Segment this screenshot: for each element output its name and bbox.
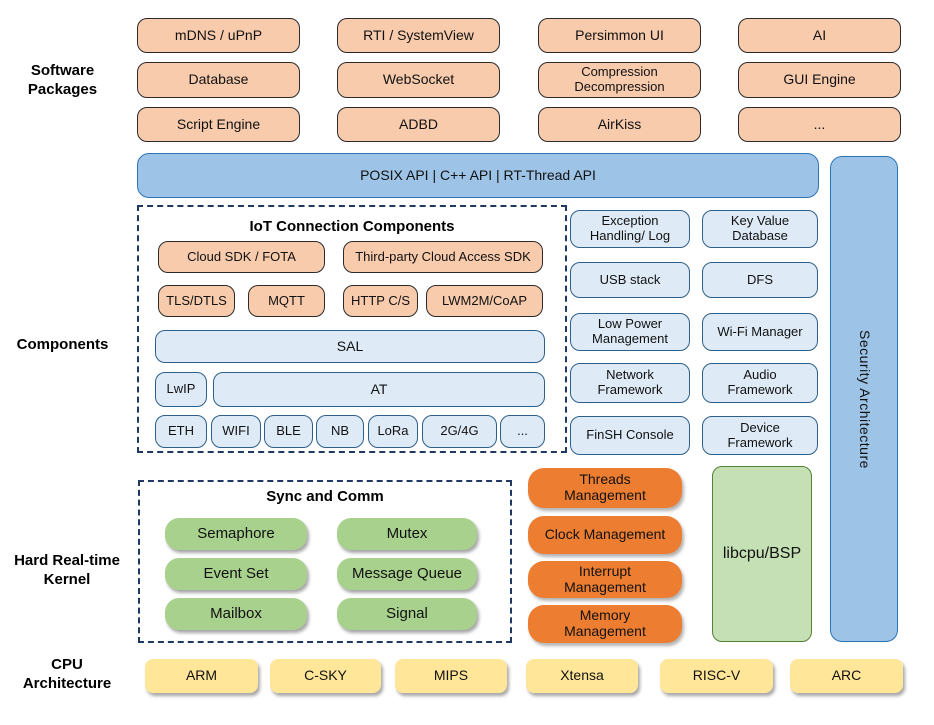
kernel-box-clock-management: Clock Management — [528, 516, 682, 554]
package-box-compression: Compression Decompression — [538, 62, 701, 98]
component-box-device-framework: Device Framework — [702, 416, 818, 455]
iot-link-eth: ETH — [155, 415, 207, 448]
iot-box-cloud-sdk-fota: Cloud SDK / FOTA — [158, 241, 325, 273]
libcpu-bsp-box: libcpu/BSP — [712, 466, 812, 642]
kernel-box-message-queue: Message Queue — [337, 558, 477, 590]
component-box-wifi-manager: Wi-Fi Manager — [702, 313, 818, 351]
component-box-network-framework: Network Framework — [570, 363, 690, 403]
iot-connection-components-title: IoT Connection Components — [249, 218, 455, 235]
kernel-box-threads-management: Threads Management — [528, 468, 682, 508]
api-bar: POSIX API | C++ API | RT-Thread API — [137, 153, 819, 198]
iot-link-lora: LoRa — [368, 415, 418, 448]
iot-box-sal: SAL — [155, 330, 545, 363]
cpu-box-arm: ARM — [145, 659, 258, 693]
kernel-box-memory-management: Memory Management — [528, 605, 682, 643]
component-box-audio-framework: Audio Framework — [702, 363, 818, 403]
package-box-airkiss: AirKiss — [538, 107, 701, 142]
sync-and-comm-title: Sync and Comm — [266, 488, 384, 505]
iot-box-at: AT — [213, 372, 545, 407]
package-box-database: Database — [137, 62, 300, 98]
kernel-box-mutex: Mutex — [337, 518, 477, 550]
package-box-websocket: WebSocket — [337, 62, 500, 98]
package-box-more: ... — [738, 107, 901, 142]
section-label-cpu: CPU Architecture — [22, 656, 112, 692]
component-box-dfs: DFS — [702, 262, 818, 298]
iot-box-mqtt: MQTT — [248, 285, 325, 317]
kernel-box-interrupt-management: Interrupt Management — [528, 561, 682, 598]
kernel-box-mailbox: Mailbox — [165, 598, 307, 630]
package-box-script-engine: Script Engine — [137, 107, 300, 142]
iot-box-lwip: LwIP — [155, 372, 207, 407]
package-box-mdns-upnp: mDNS / uPnP — [137, 18, 300, 53]
cpu-box-arc: ARC — [790, 659, 903, 693]
component-box-exception-handling-log: Exception Handling/ Log — [570, 210, 690, 248]
iot-box-tls-dtls: TLS/DTLS — [158, 285, 235, 317]
package-box-adbd: ADBD — [337, 107, 500, 142]
iot-box-http-cs: HTTP C/S — [343, 285, 418, 317]
component-box-key-value-database: Key Value Database — [702, 210, 818, 248]
iot-box-lwm2m-coap: LWM2M/CoAP — [426, 285, 543, 317]
iot-box-thirdparty-cloud-sdk: Third-party Cloud Access SDK — [343, 241, 543, 273]
iot-link-wifi: WIFI — [211, 415, 261, 448]
package-box-ai: AI — [738, 18, 901, 53]
iot-connection-components-box — [137, 205, 567, 453]
cpu-box-mips: MIPS — [395, 659, 507, 693]
security-architecture-bar: Security Architecture — [830, 156, 898, 642]
sync-and-comm-box — [138, 480, 512, 643]
kernel-box-signal: Signal — [337, 598, 477, 630]
iot-link-nb: NB — [316, 415, 364, 448]
package-box-rti-systemview: RTI / SystemView — [337, 18, 500, 53]
cpu-box-c-sky: C-SKY — [270, 659, 381, 693]
package-box-gui-engine: GUI Engine — [738, 62, 901, 98]
component-box-low-power-management: Low Power Management — [570, 313, 690, 351]
cpu-box-risc-v: RISC-V — [660, 659, 773, 693]
iot-link-more: ... — [500, 415, 545, 448]
kernel-box-event-set: Event Set — [165, 558, 307, 590]
package-box-persimmon-ui: Persimmon UI — [538, 18, 701, 53]
section-label-kernel: Hard Real-time Kernel — [14, 552, 120, 588]
cpu-box-xtensa: Xtensa — [526, 659, 638, 693]
iot-link-ble: BLE — [264, 415, 313, 448]
section-label-components: Components — [16, 336, 109, 353]
component-box-usb-stack: USB stack — [570, 262, 690, 298]
kernel-box-semaphore: Semaphore — [165, 518, 307, 550]
section-label-software-packages: Software Packages — [27, 62, 98, 98]
component-box-finsh-console: FinSH Console — [570, 416, 690, 455]
iot-link-2g4g: 2G/4G — [422, 415, 497, 448]
